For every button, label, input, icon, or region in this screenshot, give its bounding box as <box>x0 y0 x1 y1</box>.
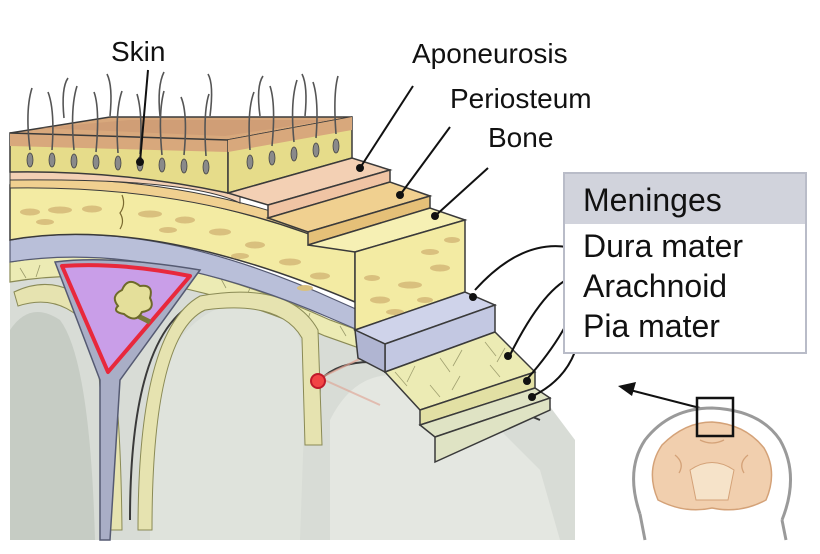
label-pia-mater: Pia mater <box>583 308 720 344</box>
bone-step-pattern <box>364 237 460 315</box>
leader-lines <box>139 69 581 397</box>
label-bone: Bone <box>488 122 554 153</box>
hair-follicles <box>26 138 340 175</box>
label-periosteum: Periosteum <box>450 83 592 114</box>
dura-step <box>353 291 498 374</box>
pointer-arrow-icon <box>618 382 701 409</box>
label-dura-mater: Dura mater <box>583 228 744 264</box>
label-aponeurosis: Aponeurosis <box>412 38 568 69</box>
brain-inset-icon <box>632 396 792 541</box>
arachnoid-granulation <box>113 280 153 325</box>
meninges-legend-box: Meninges Dura mater Arachnoid Pia mater <box>563 172 807 354</box>
superior-sagittal-sinus <box>60 263 192 374</box>
bone-spongy-pattern <box>20 205 330 291</box>
label-arachnoid: Arachnoid <box>583 268 728 304</box>
arachnoid-step-mesh <box>394 341 506 398</box>
leader-dots <box>136 158 536 401</box>
suture-line <box>119 194 125 230</box>
meninges-header <box>565 174 805 224</box>
pia-step <box>418 387 552 464</box>
meninges-title: Meninges <box>583 182 722 218</box>
hair-strands <box>27 71 339 157</box>
cortex-folds <box>10 300 560 540</box>
label-skin: Skin <box>111 36 166 67</box>
skin-epidermis <box>10 133 228 152</box>
